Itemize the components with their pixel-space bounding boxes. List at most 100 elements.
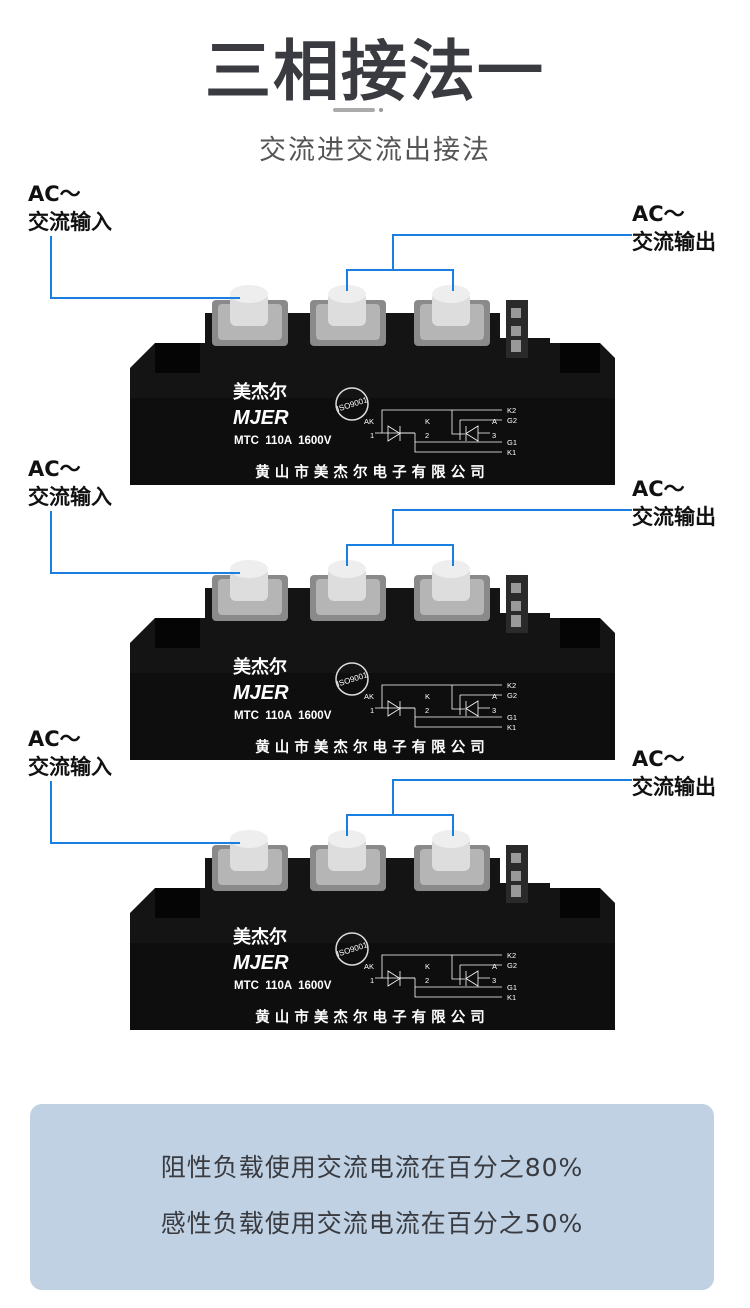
- pin-2-label: 2: [425, 976, 429, 985]
- ac-output-label-line2: 交流输出: [632, 505, 716, 529]
- pin-k1-label: K1: [507, 993, 516, 1002]
- pin-g1-label: G1: [507, 713, 517, 722]
- ac-output-wire: [392, 234, 632, 236]
- pin-g1-label: G1: [507, 983, 517, 992]
- ac-output-wire: [346, 269, 348, 291]
- ac-input-wire: [50, 572, 240, 574]
- brand-cn: 美杰尔: [233, 381, 287, 403]
- pin-3-label: 3: [492, 431, 496, 440]
- ac-output-wire: [392, 509, 632, 511]
- page-title: 三相接法一: [205, 33, 545, 110]
- company-name: 黄 山 市 美 杰 尔 电 子 有 限 公 司: [255, 738, 485, 756]
- pin-2-label: 2: [425, 431, 429, 440]
- ac-input-wire: [50, 297, 240, 299]
- ac-input-label-line2: 交流输入: [28, 485, 112, 509]
- resistive-load-note: 阻性负载使用交流电流在百分之80%: [160, 1153, 584, 1182]
- ac-input-label-line1: AC～: [28, 727, 81, 751]
- circuit-diagram: [375, 409, 502, 453]
- thyristor-module: 美杰尔 MJER MTC 110A 1600V ISO9001 AK K A 1: [130, 823, 630, 1033]
- gate-pins: [506, 575, 528, 633]
- model-number: MTC 110A 1600V: [234, 710, 332, 722]
- ac-output-wire: [452, 269, 454, 291]
- pin-k1-label: K1: [507, 448, 516, 457]
- model-number: MTC 110A 1600V: [234, 980, 332, 992]
- pin-ak-label: AK: [364, 962, 374, 971]
- brand-cn: 美杰尔: [233, 926, 287, 948]
- ac-output-wire: [392, 234, 394, 270]
- ac-input-wire: [50, 236, 52, 298]
- ac-output-wire: [346, 814, 348, 836]
- pin-g1-label: G1: [507, 438, 517, 447]
- gate-pins: [506, 845, 528, 903]
- ac-output-wire: [392, 779, 632, 781]
- ac-input-label: AC～ 交流输入: [28, 180, 112, 236]
- inductive-load-note: 感性负载使用交流电流在百分之50%: [160, 1209, 584, 1238]
- ac-input-wire: [50, 842, 240, 844]
- pin-k2-label: K2: [507, 406, 516, 415]
- model-number: MTC 110A 1600V: [234, 435, 332, 447]
- ac-output-label-line1: AC～: [632, 747, 685, 771]
- ac-output-label: AC～ 交流输出: [632, 475, 716, 531]
- pin-ak-label: AK: [364, 417, 374, 426]
- pin-k2-label: K2: [507, 681, 516, 690]
- pin-1-label: 1: [370, 431, 374, 440]
- ac-output-label-line2: 交流输出: [632, 230, 716, 254]
- screw-terminals: [212, 830, 490, 891]
- ac-output-label: AC～ 交流输出: [632, 200, 716, 256]
- pin-1-label: 1: [370, 976, 374, 985]
- ac-input-label-line2: 交流输入: [28, 755, 112, 779]
- company-name: 黄 山 市 美 杰 尔 电 子 有 限 公 司: [255, 1008, 485, 1026]
- ac-output-wire: [346, 544, 454, 546]
- ac-output-wire: [346, 814, 454, 816]
- ac-output-wire: [452, 814, 454, 836]
- screw-terminals: [212, 560, 490, 621]
- page-subtitle: 交流进交流出接法: [259, 135, 491, 166]
- ac-input-wire: [50, 781, 52, 843]
- company-name: 黄 山 市 美 杰 尔 电 子 有 限 公 司: [255, 463, 485, 481]
- ac-output-wire: [392, 509, 394, 545]
- pin-2-label: 2: [425, 706, 429, 715]
- pin-k-label: K: [425, 417, 430, 426]
- pin-ak-label: AK: [364, 692, 374, 701]
- pin-g2-label: G2: [507, 961, 517, 970]
- ac-output-wire: [392, 779, 394, 815]
- pin-1-label: 1: [370, 706, 374, 715]
- screw-terminals: [212, 285, 490, 346]
- pin-3-label: 3: [492, 976, 496, 985]
- pin-k2-label: K2: [507, 951, 516, 960]
- brand-en: MJER: [233, 952, 289, 974]
- pin-g2-label: G2: [507, 691, 517, 700]
- circuit-diagram: [375, 954, 502, 998]
- pin-k-label: K: [425, 692, 430, 701]
- ac-output-wire: [346, 269, 454, 271]
- pin-3-label: 3: [492, 706, 496, 715]
- ac-output-wire: [452, 544, 454, 566]
- ac-output-label-line1: AC～: [632, 202, 685, 226]
- brand-en: MJER: [233, 407, 289, 429]
- ac-input-label-line1: AC～: [28, 457, 81, 481]
- title-divider-dot: [379, 108, 383, 112]
- ac-input-wire: [50, 511, 52, 573]
- ac-output-label: AC～ 交流输出: [632, 745, 716, 801]
- pin-a-label: A: [492, 417, 497, 426]
- title-divider: [333, 108, 375, 112]
- thyristor-module: 美杰尔 MJER MTC 110A 1600V ISO9001 AK K A 1: [130, 553, 630, 763]
- brand-en: MJER: [233, 682, 289, 704]
- ac-output-label-line2: 交流输出: [632, 775, 716, 799]
- brand-cn: 美杰尔: [233, 656, 287, 678]
- ac-input-label: AC～ 交流输入: [28, 725, 112, 781]
- pin-a-label: A: [492, 692, 497, 701]
- pin-a-label: A: [492, 962, 497, 971]
- gate-pins: [506, 300, 528, 358]
- ac-input-label-line1: AC～: [28, 182, 81, 206]
- circuit-diagram: [375, 684, 502, 728]
- pin-k-label: K: [425, 962, 430, 971]
- pin-g2-label: G2: [507, 416, 517, 425]
- ac-input-label: AC～ 交流输入: [28, 455, 112, 511]
- pin-k1-label: K1: [507, 723, 516, 732]
- ac-output-wire: [346, 544, 348, 566]
- ac-output-label-line1: AC～: [632, 477, 685, 501]
- load-notes-box: 阻性负载使用交流电流在百分之80% 感性负载使用交流电流在百分之50%: [30, 1104, 714, 1290]
- ac-input-label-line2: 交流输入: [28, 210, 112, 234]
